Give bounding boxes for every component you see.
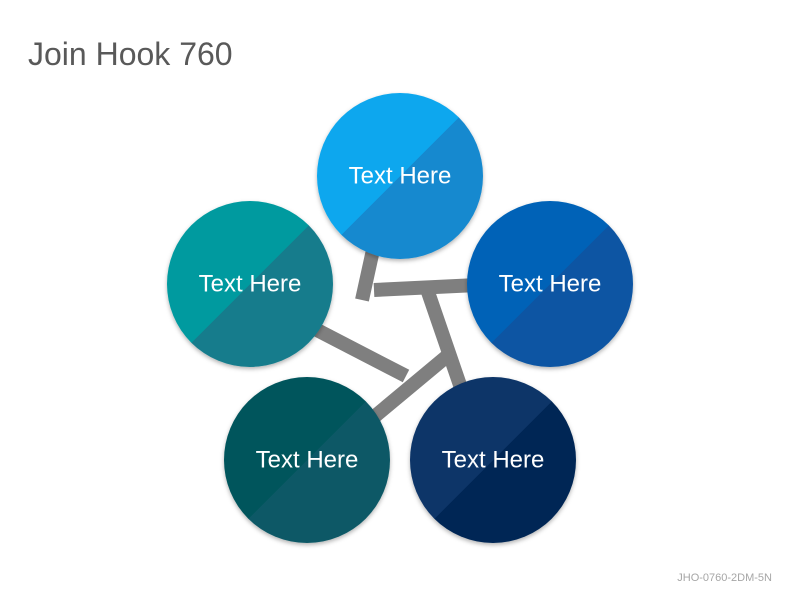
node-circle	[224, 377, 390, 543]
node-label: Text Here	[499, 271, 602, 298]
node-label: Text Here	[256, 447, 359, 474]
node-bottom-right: Text Here	[410, 377, 576, 543]
node-left: Text Here	[167, 201, 333, 367]
node-label: Text Here	[199, 271, 302, 298]
node-label: Text Here	[349, 163, 452, 190]
node-label: Text Here	[442, 447, 545, 474]
node-circle	[317, 93, 483, 259]
node-top: Text Here	[317, 93, 483, 259]
node-circle	[167, 201, 333, 367]
page-title: Join Hook 760	[28, 36, 233, 72]
node-right: Text Here	[467, 201, 633, 367]
node-circle	[410, 377, 576, 543]
footer-code: JHO-0760-2DM-5N	[677, 572, 772, 584]
node-bottom-left: Text Here	[224, 377, 390, 543]
node-circle	[467, 201, 633, 367]
